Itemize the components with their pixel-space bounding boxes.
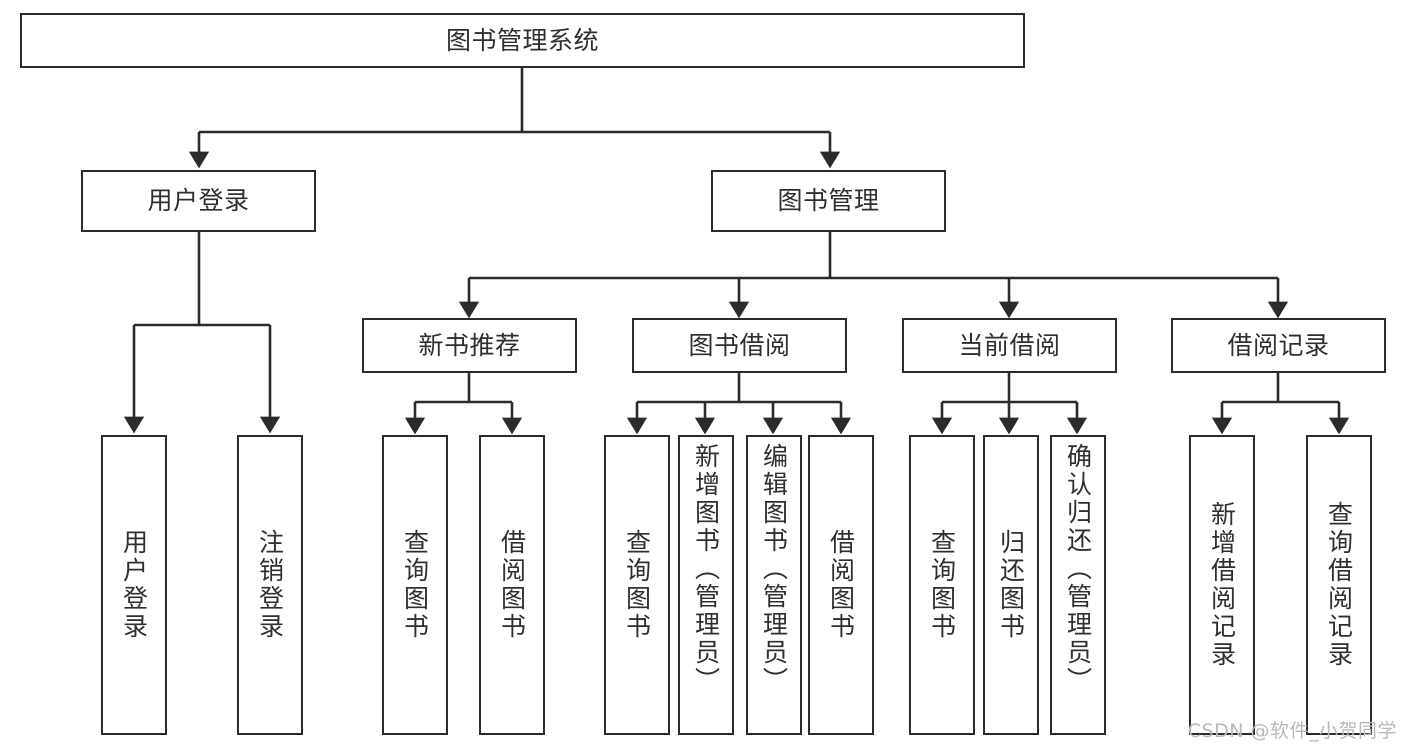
leaf-logout-label: 注销登录 — [255, 529, 285, 641]
leaf-query-book-recommend[interactable]: 查询图书 — [382, 435, 448, 735]
node-book-borrow-label: 图书借阅 — [688, 330, 791, 360]
leaf-query-book-current-label: 查询图书 — [927, 529, 957, 641]
node-root-label: 图书管理系统 — [445, 25, 599, 55]
node-current-borrow[interactable]: 当前借阅 — [902, 318, 1117, 373]
leaf-confirm-return-admin-label: 确认归还（管理员） — [1063, 443, 1093, 695]
node-borrow-record[interactable]: 借阅记录 — [1171, 318, 1386, 373]
leaf-return-book-label: 归还图书 — [996, 529, 1026, 641]
leaf-borrow-book-borrow-label: 借阅图书 — [826, 529, 856, 641]
node-borrow-record-label: 借阅记录 — [1227, 330, 1330, 360]
node-user-login[interactable]: 用户登录 — [81, 170, 316, 232]
leaf-add-borrow-record[interactable]: 新增借阅记录 — [1189, 435, 1255, 735]
leaf-edit-book-admin-label: 编辑图书（管理员） — [759, 443, 789, 695]
leaf-query-borrow-record-label: 查询借阅记录 — [1324, 501, 1354, 669]
leaf-user-login[interactable]: 用户登录 — [101, 435, 167, 735]
leaf-query-borrow-record[interactable]: 查询借阅记录 — [1306, 435, 1372, 735]
leaf-borrow-book-recommend[interactable]: 借阅图书 — [479, 435, 545, 735]
leaf-add-book-admin-label: 新增图书（管理员） — [691, 443, 721, 695]
leaf-add-borrow-record-label: 新增借阅记录 — [1207, 501, 1237, 669]
node-book-management[interactable]: 图书管理 — [711, 170, 946, 232]
leaf-logout[interactable]: 注销登录 — [237, 435, 303, 735]
leaf-borrow-book-borrow[interactable]: 借阅图书 — [808, 435, 874, 735]
node-user-login-label: 用户登录 — [147, 186, 250, 216]
leaf-add-book-admin[interactable]: 新增图书（管理员） — [678, 435, 734, 735]
node-book-borrow[interactable]: 图书借阅 — [632, 318, 847, 373]
node-root[interactable]: 图书管理系统 — [20, 13, 1025, 68]
leaf-query-book-recommend-label: 查询图书 — [400, 529, 430, 641]
node-book-management-label: 图书管理 — [777, 186, 880, 216]
node-current-borrow-label: 当前借阅 — [958, 330, 1061, 360]
node-new-book-recommend-label: 新书推荐 — [418, 330, 521, 360]
leaf-user-login-label: 用户登录 — [119, 529, 149, 641]
watermark: CSDN @软件_小贺同学 — [1187, 720, 1397, 742]
leaf-query-book-borrow-label: 查询图书 — [622, 529, 652, 641]
leaf-edit-book-admin[interactable]: 编辑图书（管理员） — [746, 435, 802, 735]
leaf-confirm-return-admin[interactable]: 确认归还（管理员） — [1050, 435, 1106, 735]
leaf-return-book[interactable]: 归还图书 — [983, 435, 1039, 735]
leaf-query-book-current[interactable]: 查询图书 — [909, 435, 975, 735]
leaf-borrow-book-recommend-label: 借阅图书 — [497, 529, 527, 641]
leaf-query-book-borrow[interactable]: 查询图书 — [604, 435, 670, 735]
node-new-book-recommend[interactable]: 新书推荐 — [362, 318, 577, 373]
